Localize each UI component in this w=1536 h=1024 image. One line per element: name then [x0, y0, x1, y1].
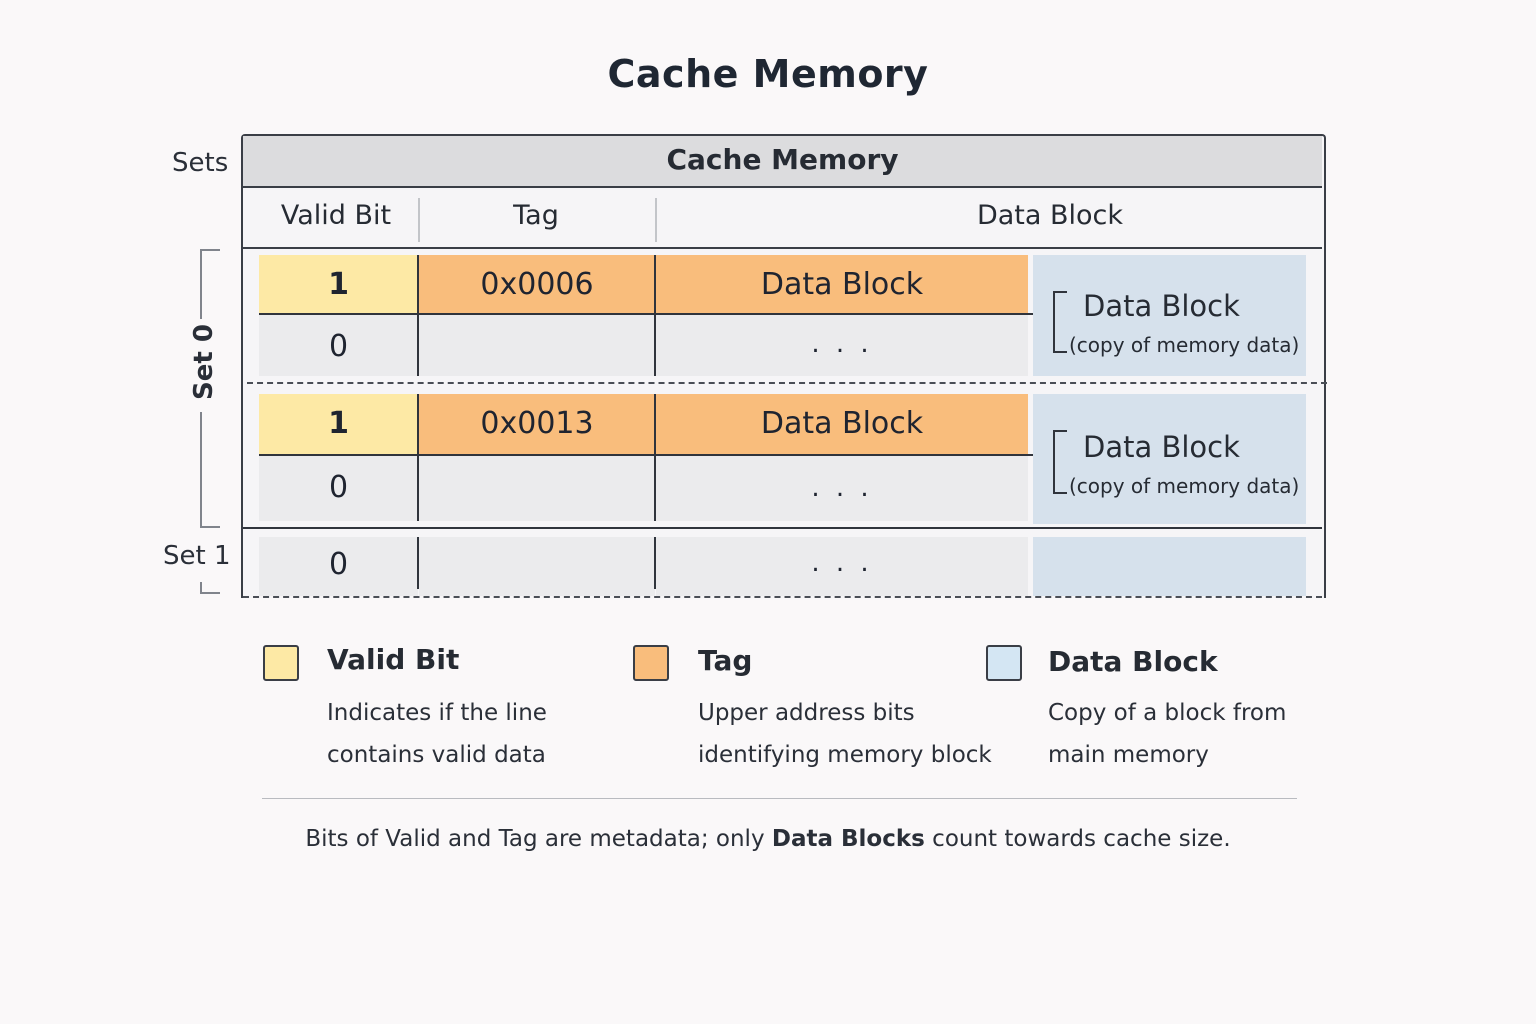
legend-tag-desc: Upper address bits identifying memory bl… — [698, 692, 998, 776]
tag-swatch — [633, 645, 669, 681]
column-line — [417, 394, 419, 521]
bracket-icon — [1053, 430, 1067, 494]
column-line — [654, 394, 656, 521]
data-block-note-subtitle: (copy of memory data) — [1069, 474, 1300, 498]
tag-cell — [419, 537, 655, 596]
data-block-note-title: Data Block — [1083, 430, 1240, 464]
diagram-title: Cache Memory — [607, 52, 929, 96]
legend-valid-desc: Indicates if the line contains valid dat… — [327, 692, 627, 776]
tag-cell — [419, 455, 655, 521]
valid-cell: 1 — [259, 255, 418, 314]
legend-data-desc-line1: Copy of a block from — [1048, 700, 1287, 726]
footnote-text: Bits of Valid and Tag are metadata; only — [305, 826, 772, 852]
legend-data-desc: Copy of a block from main memory — [1048, 692, 1348, 776]
valid-bit-swatch — [263, 645, 299, 681]
table-header: Cache Memory — [243, 136, 1322, 188]
footnote-emphasis: Data Blocks — [771, 826, 925, 852]
legend-tag-title: Tag — [698, 644, 753, 677]
column-data-block: Data Block — [976, 200, 1124, 231]
legend-valid-desc-line2: contains valid data — [327, 742, 546, 768]
valid-cell: 0 — [259, 455, 418, 521]
footnote: Bits of Valid and Tag are metadata; only… — [0, 826, 1536, 852]
row-line — [259, 454, 1033, 456]
data-cell: . . . — [656, 537, 1028, 596]
data-cell: Data Block — [656, 394, 1028, 454]
tag-cell: 0x0006 — [419, 255, 655, 314]
legend-valid-desc-line1: Indicates if the line — [327, 700, 547, 726]
tag-cell — [419, 315, 655, 376]
set1-bracket — [200, 582, 220, 594]
legend-valid-title: Valid Bit — [327, 643, 460, 676]
sets-label: Sets — [172, 148, 229, 178]
set0-label: Set 0 — [189, 324, 219, 400]
data-cell: Data Block — [656, 255, 1028, 314]
footnote-text-end: count towards cache size. — [924, 826, 1231, 852]
valid-cell: 0 — [259, 537, 418, 596]
data-block-note — [1033, 537, 1306, 596]
line-divider-dashed — [247, 382, 1327, 384]
column-line — [417, 255, 419, 376]
row-line — [259, 313, 1033, 315]
header-bottom-line — [243, 247, 1322, 249]
data-block-note: Data Block (copy of memory data) — [1033, 394, 1306, 524]
column-divider — [418, 198, 420, 242]
legend-divider — [262, 798, 1297, 799]
tag-cell: 0x0013 — [419, 394, 655, 454]
column-line — [654, 255, 656, 376]
data-block-swatch — [986, 645, 1022, 681]
set1-label: Set 1 — [163, 541, 231, 571]
bracket-icon — [1053, 291, 1067, 353]
column-divider — [655, 198, 657, 242]
valid-cell: 1 — [259, 394, 418, 454]
legend-data-desc-line2: main memory — [1048, 742, 1209, 768]
column-valid-bit: Valid Bit — [280, 200, 392, 231]
data-block-note-title: Data Block — [1083, 289, 1240, 323]
column-line — [654, 537, 656, 589]
set0-bracket-bottom — [200, 412, 220, 528]
data-block-note: Data Block (copy of memory data) — [1033, 255, 1306, 376]
set-divider-line — [243, 527, 1322, 529]
data-cell: . . . — [656, 455, 1028, 521]
valid-cell: 0 — [259, 315, 418, 376]
set0-bracket-top — [200, 249, 220, 319]
column-line — [417, 537, 419, 589]
column-tag: Tag — [513, 200, 559, 231]
legend-tag-desc-line1: Upper address bits — [698, 700, 915, 726]
data-cell: . . . — [656, 315, 1028, 376]
data-block-note-subtitle: (copy of memory data) — [1069, 333, 1300, 357]
legend-tag-desc-line2: identifying memory block — [698, 742, 992, 768]
table-bottom-dashed — [243, 596, 1322, 598]
legend-data-title: Data Block — [1048, 645, 1218, 678]
